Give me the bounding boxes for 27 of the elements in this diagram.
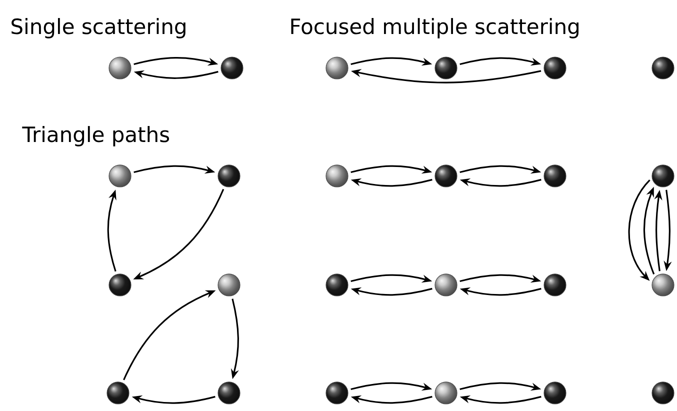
sphere: [544, 56, 566, 80]
sphere: [326, 164, 348, 188]
heading: Triangle paths: [22, 126, 170, 146]
sphere: [434, 56, 458, 80]
sphere: [652, 56, 674, 80]
sphere: [108, 164, 132, 188]
sphere: [544, 274, 566, 296]
sphere: [434, 382, 458, 404]
sphere: [652, 382, 674, 404]
sphere: [652, 274, 674, 296]
sphere: [220, 56, 244, 80]
sphere: [218, 274, 240, 296]
sphere: [326, 382, 348, 404]
sphere: [218, 382, 240, 404]
sphere: [218, 164, 240, 188]
sphere: [108, 274, 132, 296]
sphere: [108, 56, 132, 80]
sphere: [326, 274, 348, 296]
sphere: [652, 164, 674, 188]
sphere: [326, 56, 348, 80]
sphere: [434, 274, 458, 296]
heading: Single scattering: [12, 18, 186, 38]
sphere: [434, 164, 458, 188]
sphere: [544, 164, 566, 188]
heading: Focused multiple scattering: [291, 18, 578, 38]
sphere: [544, 382, 566, 404]
sphere: [106, 382, 130, 404]
